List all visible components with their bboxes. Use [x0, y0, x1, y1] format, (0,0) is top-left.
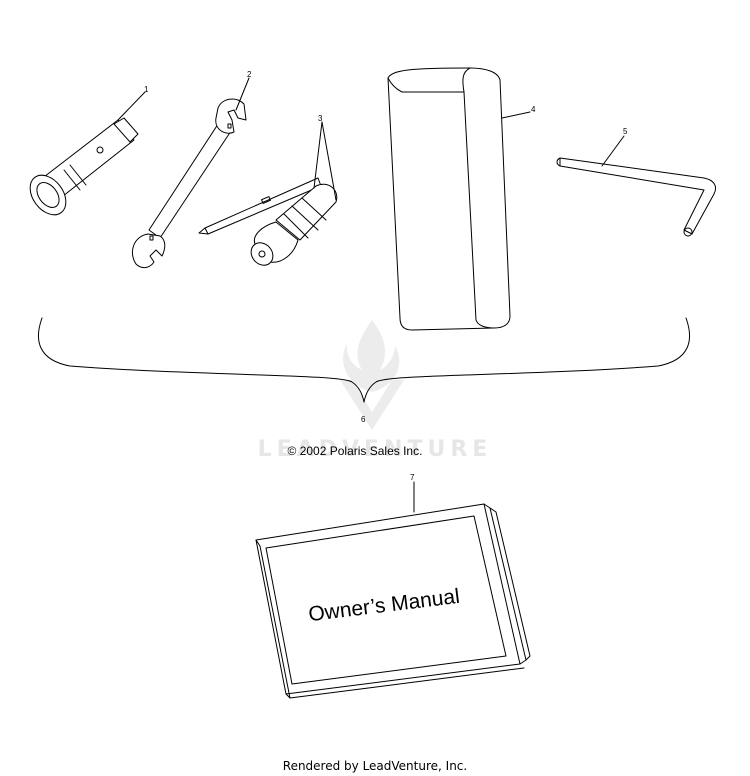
- watermark: LEADVENTURE: [258, 320, 493, 462]
- callout-4: 4: [531, 105, 536, 114]
- rendered-by-footer: Rendered by LeadVenture, Inc.: [283, 759, 467, 773]
- callout-2: 2: [247, 70, 252, 79]
- watermark-logo-icon: [340, 320, 404, 430]
- callout-3: 3: [318, 114, 323, 123]
- copyright-text: © 2002 Polaris Sales Inc.: [288, 444, 423, 458]
- callout-1: 1: [144, 85, 149, 94]
- callout-6: 6: [361, 415, 366, 424]
- hex-key-icon: [556, 135, 717, 237]
- open-end-wrench-icon: [132, 77, 250, 269]
- tool-pouch-icon: [387, 67, 531, 331]
- callout-7: 7: [410, 473, 415, 482]
- callout-5: 5: [623, 127, 628, 136]
- spark-plug-socket-wrench-icon: [29, 91, 146, 216]
- screwdriver-icon: [198, 121, 338, 266]
- tool-kit-brace-icon: [38, 317, 690, 403]
- watermark-text: LEADVENTURE: [258, 437, 493, 462]
- owners-manual-icon: Owner’s Manual: [255, 481, 531, 699]
